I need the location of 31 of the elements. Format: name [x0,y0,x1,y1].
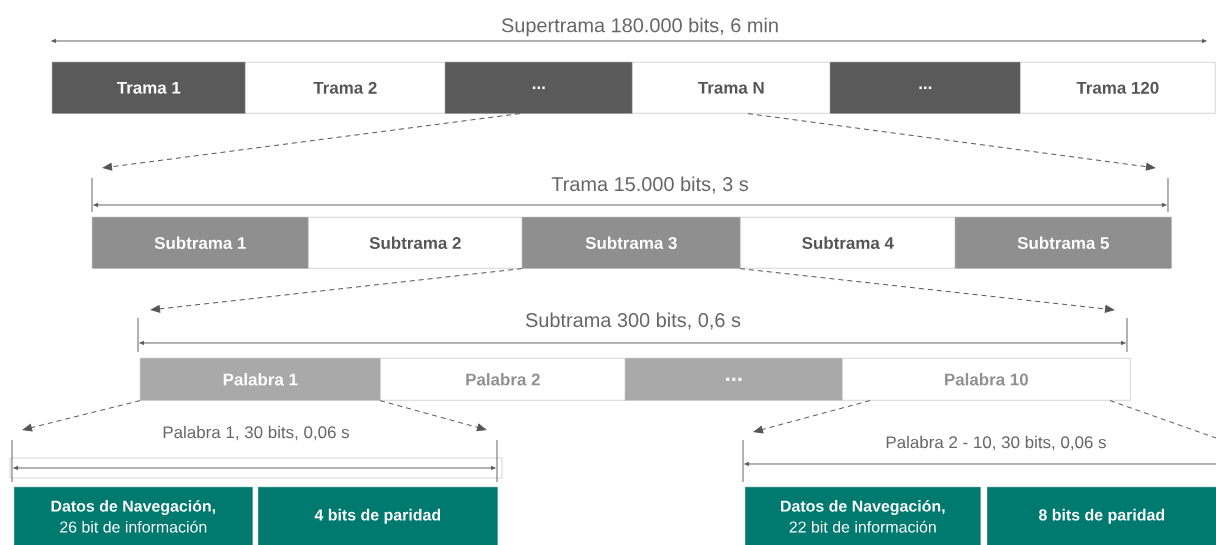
word-box: Palabra 10 [842,358,1131,401]
dashed-arrow [753,400,871,434]
word-box: Palabra 1 [140,358,381,401]
data-box: Datos de Navegación, 26 bit de información [14,487,253,545]
dimension-label: Trama 15.000 bits, 3 s [551,176,748,194]
subframe-box: Subtrama 1 [92,217,309,269]
dimension-label: Palabra 1, 30 bits, 0,06 s [163,425,350,441]
frame-box: Trama 1 [52,62,246,114]
dimension-label: Supertrama 180.000 bits, 6 min [501,17,778,37]
dashed-arrow [22,400,141,432]
frame-box: Trama N [632,62,831,114]
frame-box: Trama 2 [245,62,446,114]
frame-box: ... [830,62,1021,114]
word-box: Palabra 2 [380,358,626,401]
frame-box: ... [445,62,633,114]
dimension-label: Palabra 2 - 10, 30 bits, 0,06 s [886,435,1106,451]
word-box: ... [625,358,843,401]
dashed-arrow [379,400,487,432]
subframe-box: Subtrama 2 [308,217,523,269]
parity-box: 8 bits de paridad [987,487,1216,545]
dashed-arrow [747,113,1156,171]
subframe-box: Subtrama 3 [522,217,741,269]
parity-box: 4 bits de paridad [258,487,498,545]
frame-box: Trama 120 [1020,62,1216,114]
data-box: Datos de Navegación, 22 bit de información [745,487,981,545]
subframe-box: Subtrama 4 [740,217,956,269]
subframe-box: Subtrama 5 [955,217,1172,269]
dimension-label: Subtrama 300 bits, 0,6 s [525,312,741,330]
dashed-arrow [739,268,1115,313]
dashed-arrow [102,113,521,171]
dashed-arrow [150,268,523,313]
